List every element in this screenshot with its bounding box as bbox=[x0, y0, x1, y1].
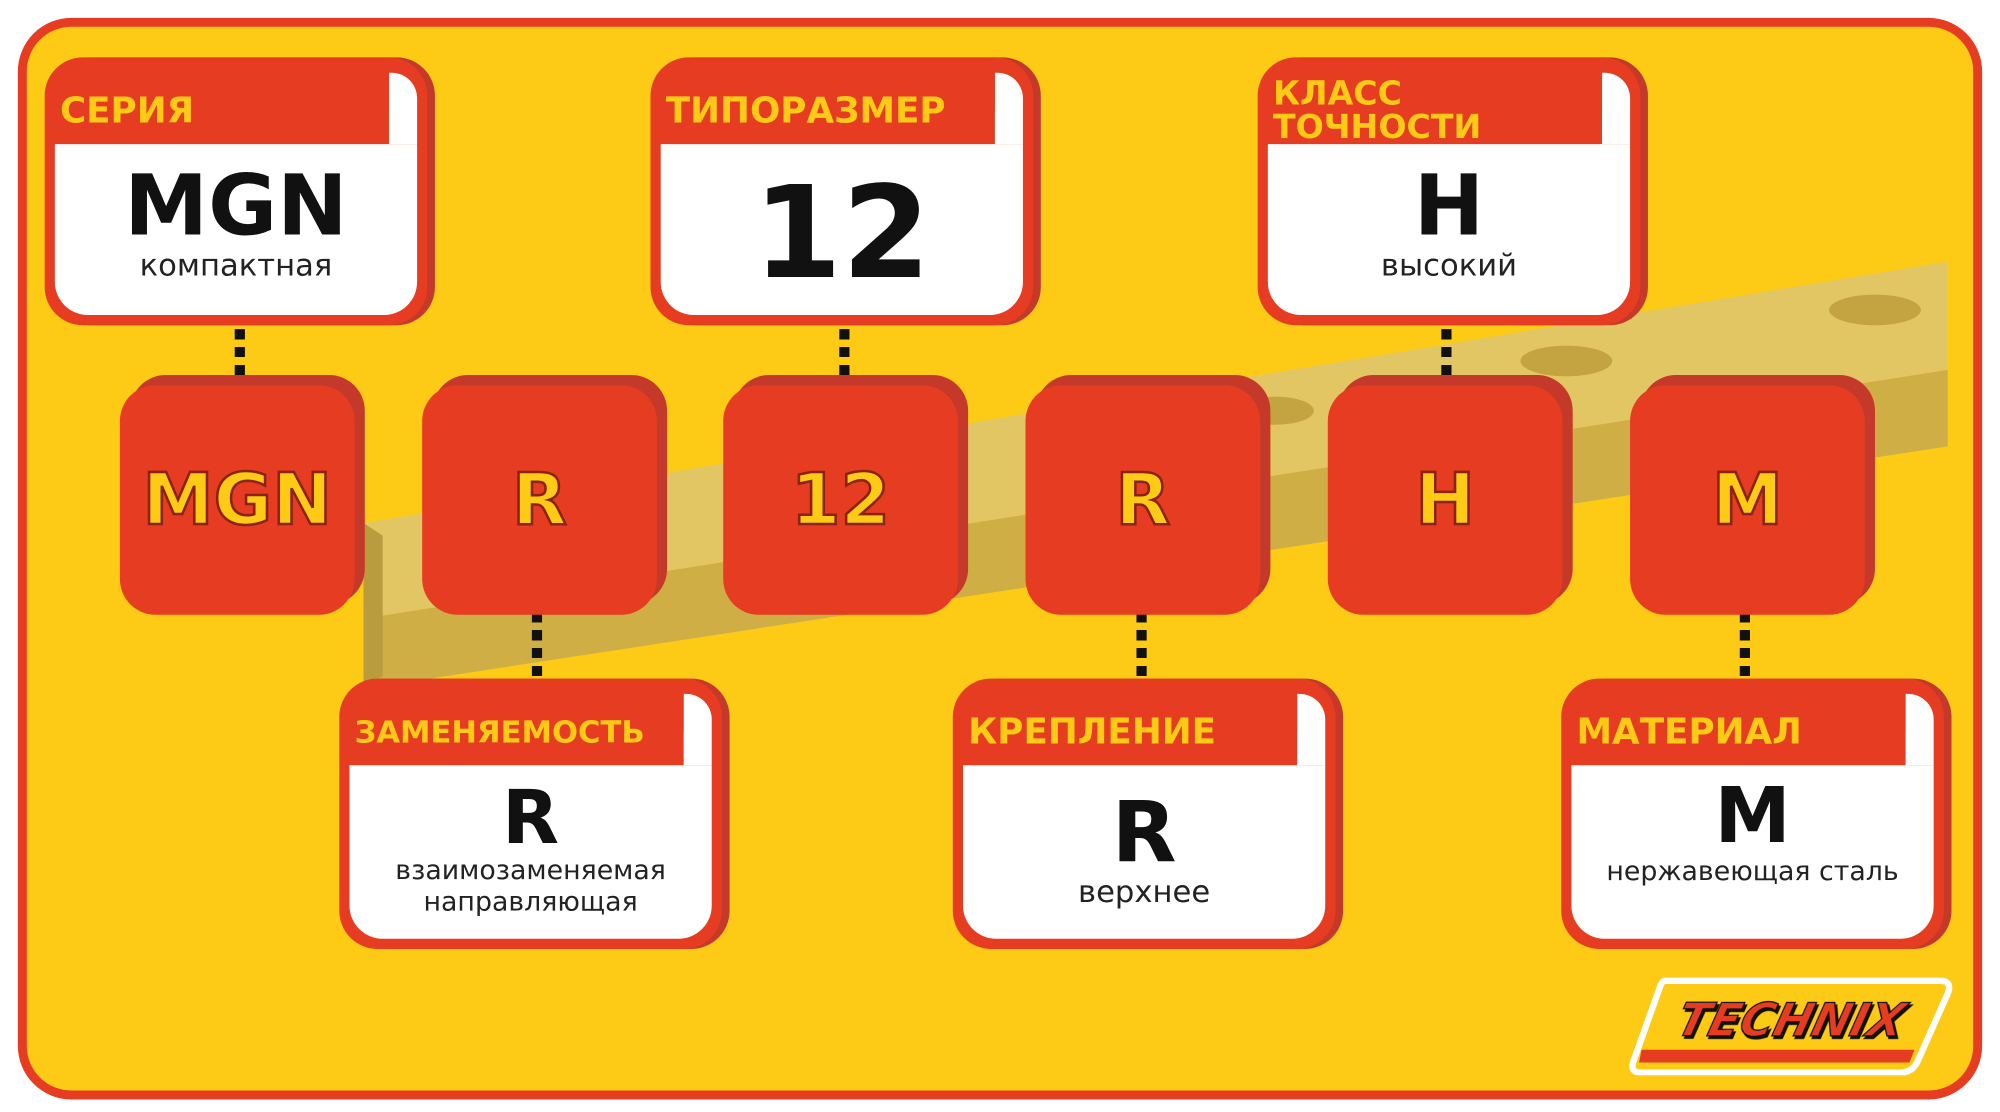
code-segment-series: MGN bbox=[119, 385, 355, 615]
card-value: M bbox=[1714, 771, 1791, 861]
technix-logo: TECHNIX bbox=[1629, 977, 1953, 1076]
card-desc: компактная bbox=[139, 247, 333, 284]
segment-label: R bbox=[1114, 457, 1172, 542]
connector bbox=[1441, 329, 1452, 381]
connector bbox=[1136, 612, 1147, 677]
card-value: R bbox=[502, 774, 560, 861]
connector bbox=[234, 329, 245, 381]
code-segment-interchangeability: R bbox=[422, 385, 657, 615]
card-title: КРЕПЛЕНИЕ bbox=[968, 710, 1217, 753]
connector bbox=[1739, 612, 1750, 677]
code-segment-mounting: R bbox=[1025, 385, 1261, 615]
card-title: ТИПОРАЗМЕР bbox=[665, 89, 946, 132]
segment-label: M bbox=[1711, 457, 1785, 542]
card-value: 12 bbox=[753, 158, 931, 308]
card-value: MGN bbox=[124, 156, 348, 256]
card-title: СЕРИЯ bbox=[59, 89, 195, 132]
segment-label: R bbox=[511, 457, 569, 542]
card-value: H bbox=[1413, 156, 1485, 256]
card-desc: нержавеющая сталь bbox=[1606, 855, 1899, 887]
card-desc: высокий bbox=[1380, 247, 1517, 284]
card-title: ЗАМЕНЯЕМОСТЬ bbox=[354, 714, 645, 750]
connector bbox=[839, 329, 850, 381]
card-title: МАТЕРИАЛ bbox=[1576, 710, 1802, 753]
connector bbox=[531, 612, 543, 677]
segment-label: MGN bbox=[141, 457, 333, 542]
card-desc: верхнее bbox=[1078, 873, 1211, 910]
code-segment-material: M bbox=[1630, 385, 1865, 615]
card-size: ТИПОРАЗМЕР 12 bbox=[650, 57, 1034, 326]
card-title: КЛАСС ТОЧНОСТИ bbox=[1272, 75, 1482, 147]
logo-text: TECHNIX bbox=[1672, 993, 1913, 1046]
card-value: R bbox=[1111, 783, 1177, 882]
code-segment-size: 12 bbox=[723, 385, 958, 615]
card-desc: взаимозаменяемая направляющая bbox=[395, 854, 666, 918]
segment-label: 12 bbox=[790, 457, 892, 542]
segment-label: H bbox=[1414, 457, 1476, 542]
code-segment-accuracy: H bbox=[1327, 385, 1563, 615]
